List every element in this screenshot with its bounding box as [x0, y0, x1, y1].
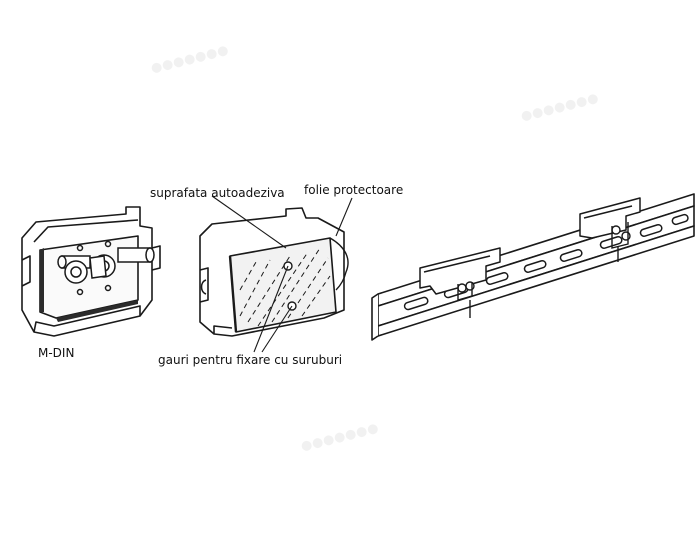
rail-bolts: [457, 222, 631, 318]
label-suprafata-autoadeziva: suprafata autoadeziva: [150, 186, 285, 200]
leader-lines: [211, 195, 353, 353]
label-folie-protectoare: folie protectoare: [304, 183, 404, 197]
adhesive-plate: [199, 207, 345, 337]
rail-slots: [403, 213, 689, 311]
protective-foil: [329, 237, 349, 291]
m-din-connectors: [57, 240, 155, 296]
label-m-din: M-DIN: [38, 346, 75, 360]
rail-clamps: [419, 197, 641, 295]
label-gauri-fixare: gauri pentru fixare cu suruburi: [158, 353, 343, 367]
